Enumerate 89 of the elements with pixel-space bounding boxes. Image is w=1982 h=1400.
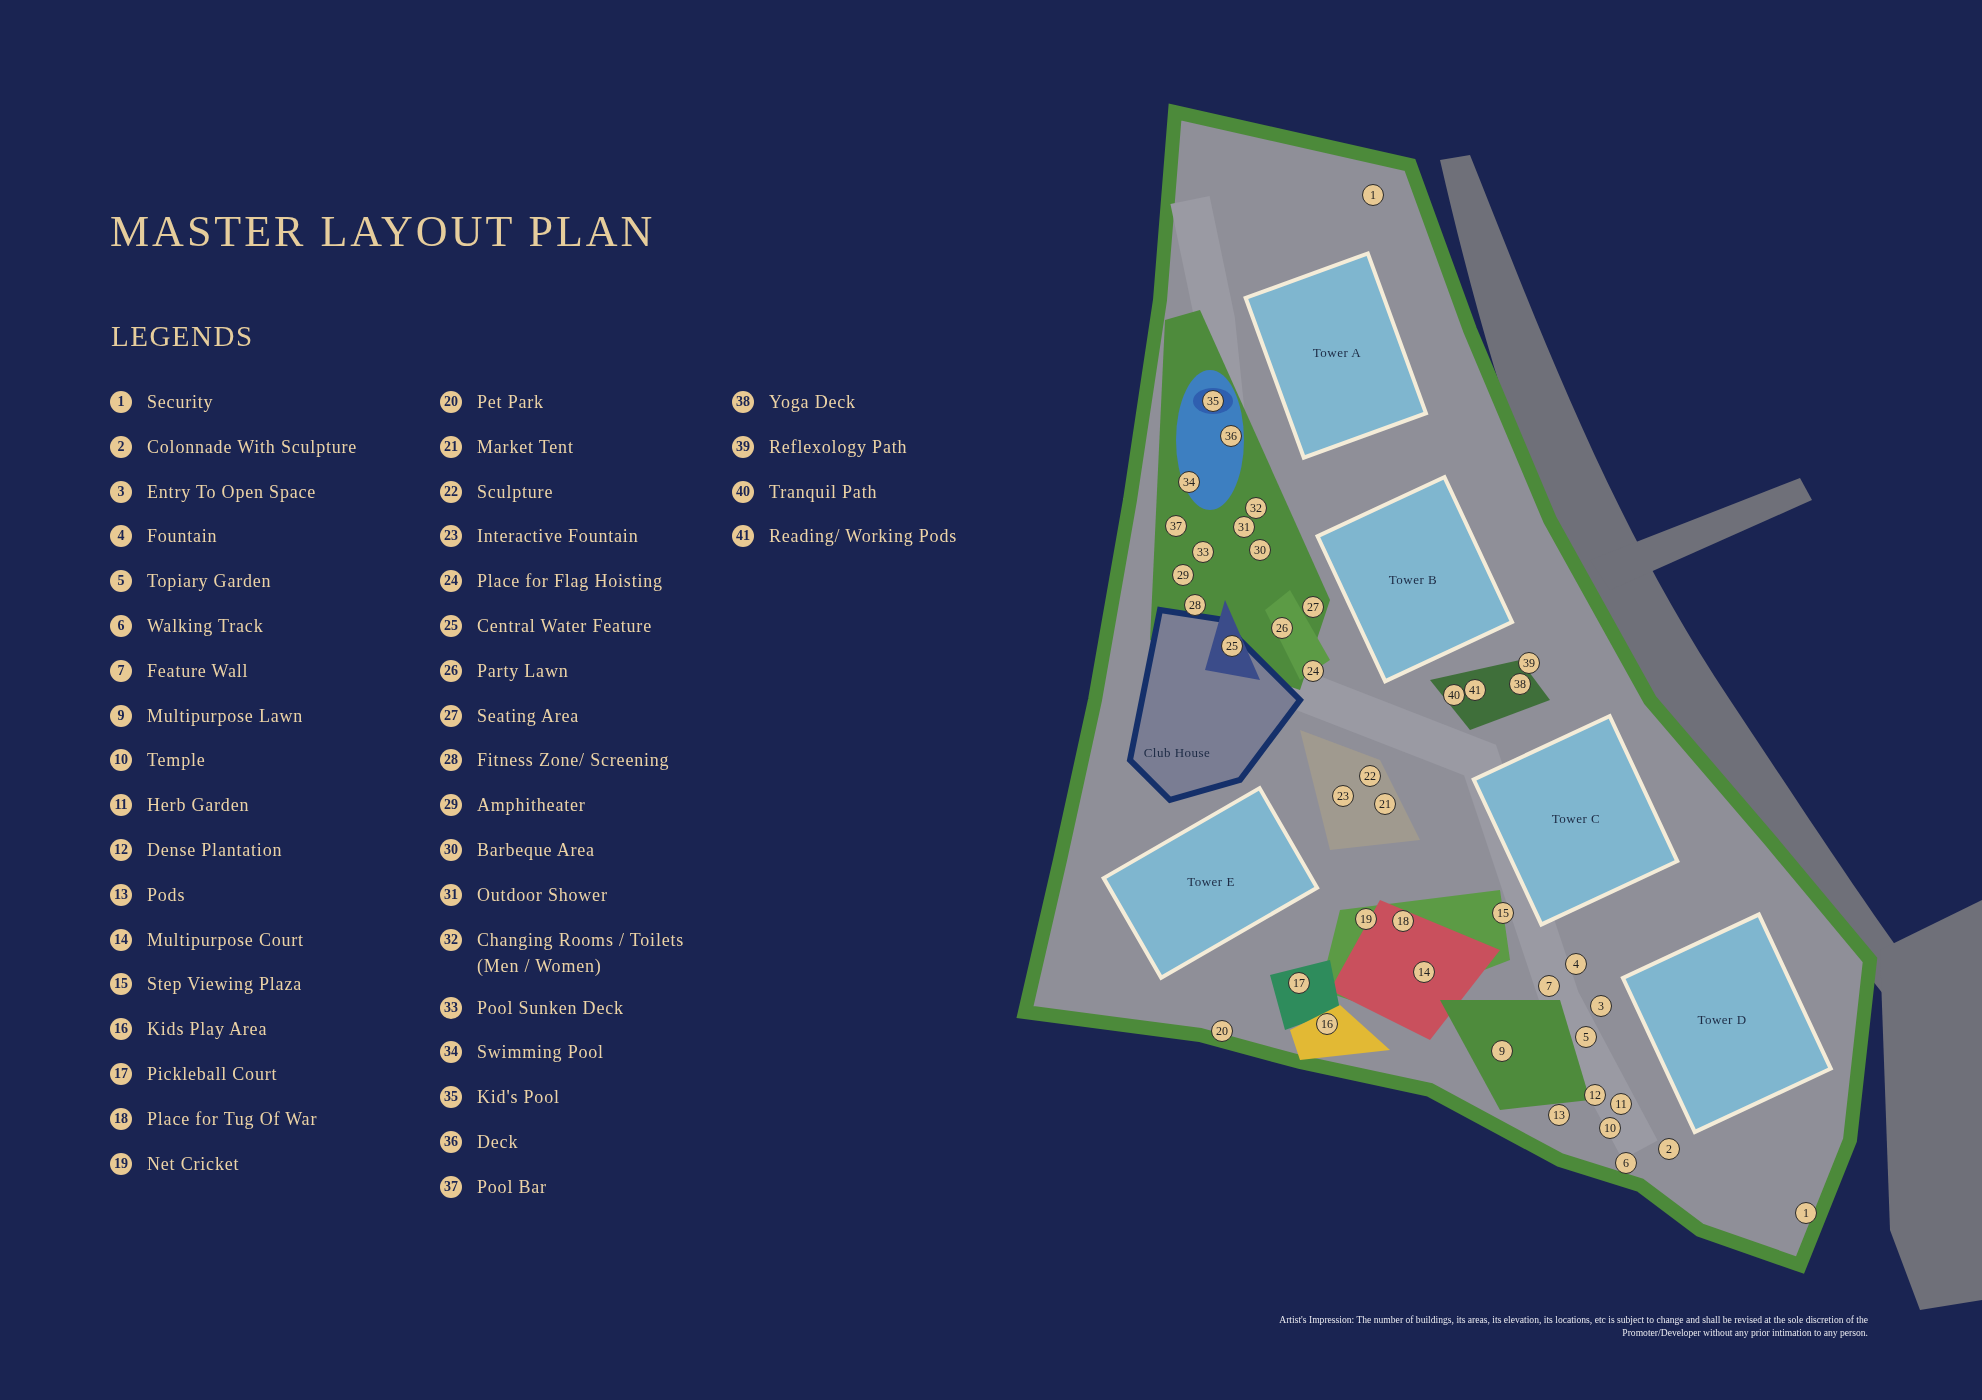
building-label: Tower C bbox=[1551, 811, 1601, 827]
legend-number: 9 bbox=[110, 704, 132, 727]
legend-text: Outdoor Shower bbox=[477, 883, 608, 907]
legend-text: Temple bbox=[147, 749, 206, 773]
building-label: Tower B bbox=[1388, 572, 1438, 588]
legend-number: 39 bbox=[732, 435, 754, 458]
legend-number: 20 bbox=[440, 391, 462, 413]
legend-number: 35 bbox=[440, 1086, 462, 1109]
legend-number: 4 bbox=[110, 525, 132, 548]
legend-text: Kids Play Area bbox=[147, 1018, 268, 1042]
legend-text: Herb Garden bbox=[147, 794, 250, 818]
legend-number: 40 bbox=[732, 480, 754, 503]
legend-text: Pool Bar bbox=[477, 1175, 547, 1199]
legend-number: 21 bbox=[440, 435, 462, 458]
legend-text: Pool Sunken Deck bbox=[477, 996, 624, 1020]
page-title: MASTER LAYOUT PLAN bbox=[110, 206, 656, 257]
legend-text: Step Viewing Plaza bbox=[147, 973, 302, 997]
building-label: Tower E bbox=[1187, 874, 1235, 890]
legend-number: 17 bbox=[110, 1062, 132, 1085]
legend-number: 22 bbox=[440, 480, 462, 503]
legend-number: 18 bbox=[110, 1107, 132, 1130]
legend-number: 26 bbox=[440, 659, 462, 682]
legend-text: Barbeque Area bbox=[477, 838, 595, 862]
legend-text: Pet Park bbox=[477, 391, 544, 414]
legend-number: 36 bbox=[440, 1130, 462, 1153]
legend-text: Party Lawn bbox=[477, 659, 569, 683]
legend-text: Colonnade With Sculpture bbox=[147, 435, 358, 459]
legend-text: Central Water Feature bbox=[477, 615, 652, 638]
legend-text: Fountain bbox=[147, 525, 218, 549]
legend-text: Tranquil Path bbox=[769, 480, 878, 504]
legend-number: 23 bbox=[440, 525, 462, 548]
legend-text: Net Cricket bbox=[147, 1152, 240, 1176]
legend-text: Amphitheater bbox=[477, 794, 586, 818]
building-label: Tower D bbox=[1697, 1012, 1747, 1028]
legend-text: Fitness Zone/ Screening bbox=[477, 749, 670, 773]
legend-number: 13 bbox=[110, 883, 132, 906]
legend-number: 19 bbox=[110, 1152, 132, 1175]
legend-text: Entry To Open Space bbox=[147, 480, 317, 504]
legend-text: Changing Rooms / Toilets (Men / Women) bbox=[477, 928, 686, 978]
legend-text: Interactive Fountain bbox=[477, 525, 639, 549]
legend-number: 30 bbox=[440, 838, 462, 861]
legend-number: 41 bbox=[732, 525, 754, 548]
legend-text: Market Tent bbox=[477, 435, 574, 459]
legend-number: 12 bbox=[110, 838, 132, 861]
legend-heading: LEGENDS bbox=[111, 320, 254, 353]
building-label: Tower A bbox=[1312, 345, 1362, 361]
legend-text: Swimming Pool bbox=[477, 1041, 604, 1065]
legend-text: Multipurpose Lawn bbox=[147, 704, 304, 728]
legend-text: Reflexology Path bbox=[769, 435, 908, 459]
legend-number: 5 bbox=[110, 570, 132, 593]
legend-text: Deck bbox=[477, 1130, 519, 1154]
legend-number: 10 bbox=[110, 749, 132, 772]
legend-number: 6 bbox=[110, 615, 132, 637]
legend-number: 16 bbox=[110, 1018, 132, 1041]
legend-text: Dense Plantation bbox=[147, 838, 283, 862]
legend-text: Pods bbox=[147, 883, 186, 907]
legend-number: 31 bbox=[440, 883, 462, 906]
legend-text: Security bbox=[147, 391, 214, 414]
legend-number: 11 bbox=[110, 794, 132, 817]
legend-text: Seating Area bbox=[477, 704, 580, 728]
legend-number: 25 bbox=[440, 615, 462, 637]
disclaimer-note: Artist's Impression: The number of buildings, its areas, its elevation, its locations, etc is subject to change and shall be revised at the sole discretion of the Promoter/Developer without any prior intimation to any person. bbox=[1278, 1313, 1868, 1339]
legend-text: Reading/ Working Pods bbox=[769, 525, 958, 549]
legend-number: 3 bbox=[110, 480, 132, 503]
legend-number: 33 bbox=[440, 996, 462, 1019]
legend-number: 29 bbox=[440, 794, 462, 817]
legend-number: 32 bbox=[440, 928, 462, 951]
legend-number: 15 bbox=[110, 973, 132, 996]
legend-number: 14 bbox=[110, 928, 132, 951]
legend-text: Walking Track bbox=[147, 615, 264, 638]
legend-text: Yoga Deck bbox=[769, 391, 856, 414]
legend-number: 28 bbox=[440, 749, 462, 772]
legend-number: 37 bbox=[440, 1175, 462, 1198]
legend-text: Place for Tug Of War bbox=[147, 1107, 318, 1131]
legend-text: Feature Wall bbox=[147, 659, 249, 683]
legend-number: 24 bbox=[440, 570, 462, 593]
legend-text: Multipurpose Court bbox=[147, 928, 304, 952]
legend-number: 27 bbox=[440, 704, 462, 727]
legend-text: Kid's Pool bbox=[477, 1086, 560, 1110]
legend-number: 38 bbox=[732, 391, 754, 413]
legend-number: 7 bbox=[110, 659, 132, 682]
legend-text: Sculpture bbox=[477, 480, 554, 504]
legend-number: 1 bbox=[110, 391, 132, 413]
legend-text: Pickleball Court bbox=[147, 1062, 278, 1086]
legend-number: 2 bbox=[110, 435, 132, 458]
legend-number: 34 bbox=[440, 1041, 462, 1064]
legend-text: Place for Flag Hoisting bbox=[477, 570, 663, 594]
legend-text: Topiary Garden bbox=[147, 570, 272, 594]
building-label: Club House bbox=[1143, 745, 1211, 761]
